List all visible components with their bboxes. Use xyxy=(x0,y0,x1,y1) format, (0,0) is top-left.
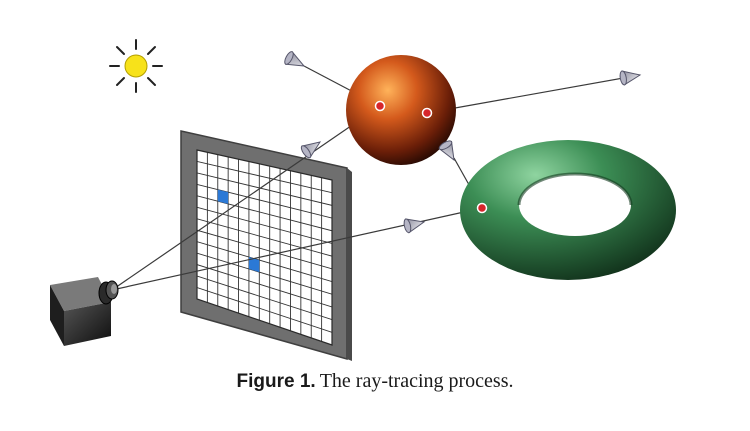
pixel-grid xyxy=(197,152,332,342)
caption-label: Figure 1. xyxy=(236,371,316,392)
image-plane xyxy=(180,130,352,361)
sun-icon xyxy=(109,39,163,93)
figure-caption: Figure 1. The ray-tracing process. xyxy=(0,370,750,393)
caption-text: The ray-tracing process. xyxy=(319,370,514,392)
hit-points xyxy=(374,100,488,214)
ray-arrowhead-icon xyxy=(284,50,642,234)
torus xyxy=(460,140,676,280)
highlighted-pixel xyxy=(217,189,229,204)
ray-tracing-illustration xyxy=(50,39,676,361)
highlighted-pixel xyxy=(248,257,260,273)
sphere xyxy=(346,55,456,165)
reflection-ray-sphere xyxy=(426,74,641,114)
primary-ray-to-sphere xyxy=(111,105,381,291)
camera-icon xyxy=(50,277,119,346)
